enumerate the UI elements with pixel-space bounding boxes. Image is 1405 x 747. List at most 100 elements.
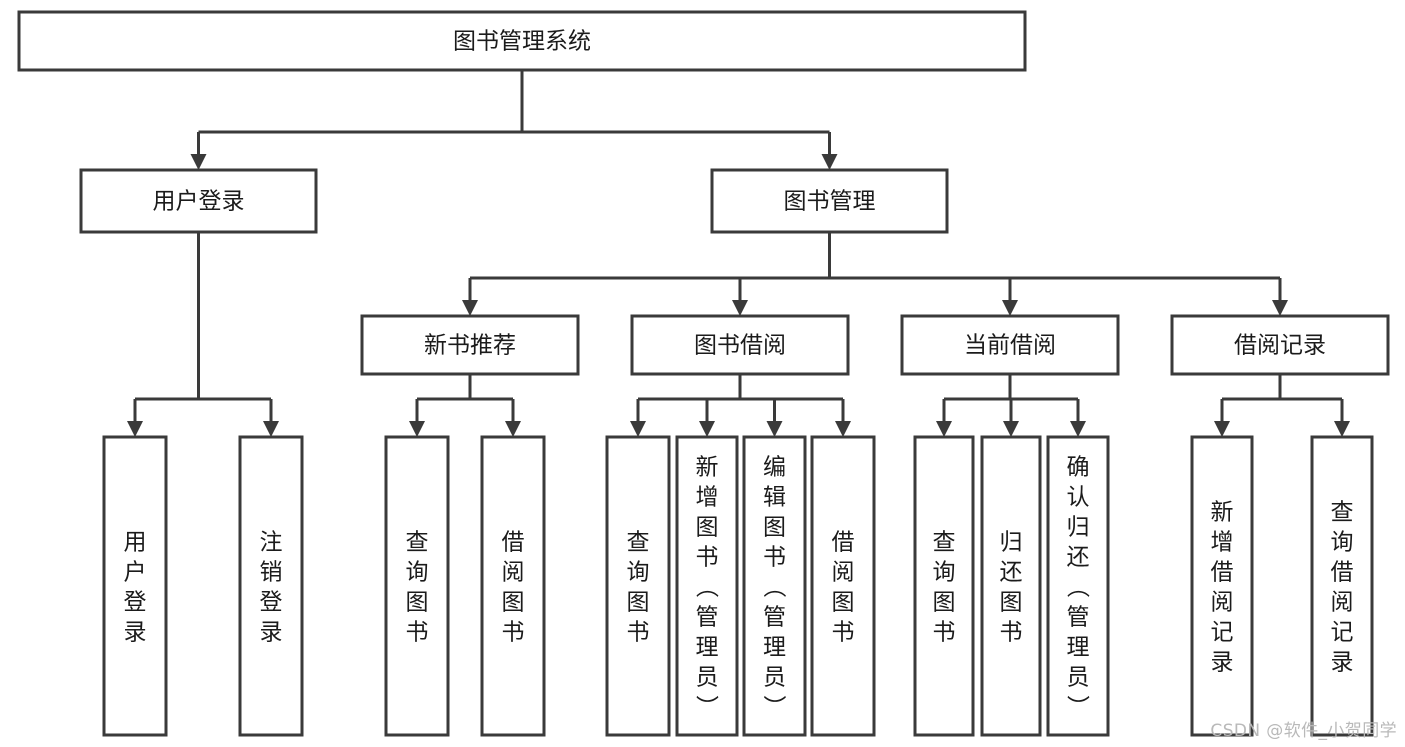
node-box[interactable]: [742, 435, 807, 737]
node-label-char: 增: [1211, 529, 1234, 555]
node-label-char: 理: [763, 634, 786, 660]
edge-group-book-manage: [462, 232, 1288, 316]
node-label-char: 书: [502, 619, 525, 645]
node-book-manage[interactable]: 图书管理: [710, 168, 949, 234]
node-new-book-rec[interactable]: 新书推荐: [360, 314, 580, 376]
node-label-char: 员: [1067, 664, 1090, 690]
node-label-char: 新: [1211, 499, 1234, 525]
node-label-char: 阅: [832, 559, 855, 585]
node-label-char: 书: [696, 544, 719, 570]
node-label-char: （: [693, 575, 719, 598]
node-label-char: 图: [763, 514, 786, 540]
node-label-char: 用: [124, 529, 147, 555]
node-box[interactable]: [675, 435, 739, 737]
node-label-char: 阅: [502, 559, 525, 585]
node-borrow-record[interactable]: 借阅记录: [1170, 314, 1390, 376]
node-label-char: 辑: [763, 484, 786, 510]
node-box[interactable]: [605, 435, 671, 737]
node-label-char: 图: [502, 589, 525, 615]
node-label-char: 查: [406, 529, 429, 555]
node-label-char: 管: [1067, 604, 1090, 630]
node-box[interactable]: [810, 435, 876, 737]
node-label: 借阅记录: [1234, 333, 1326, 359]
node-label-char: 询: [933, 559, 956, 585]
node-label-char: 录: [260, 619, 283, 645]
edge-group-new-book-rec: [409, 374, 521, 437]
node-label-char: 记: [1331, 619, 1354, 645]
node-box[interactable]: [710, 168, 949, 234]
edge-layer: [127, 70, 1350, 437]
node-label-char: 归: [1000, 529, 1023, 555]
node-box[interactable]: [913, 435, 975, 737]
edge-group-book-borrow: [630, 374, 851, 437]
node-label-char: 员: [696, 664, 719, 690]
node-box[interactable]: [1046, 435, 1110, 737]
node-box[interactable]: [238, 435, 304, 737]
node-box[interactable]: [17, 10, 1027, 72]
node-leaf-user-login[interactable]: 用户登录: [102, 435, 168, 737]
node-label-char: 询: [627, 559, 650, 585]
node-current-borrow[interactable]: 当前借阅: [900, 314, 1120, 376]
node-label-char: 借: [832, 529, 855, 555]
node-label-char: 阅: [1331, 589, 1354, 615]
node-user-login[interactable]: 用户登录: [79, 168, 318, 234]
node-label-char: 图: [696, 514, 719, 540]
node-label-char: 录: [124, 619, 147, 645]
node-label-char: 借: [502, 529, 525, 555]
node-box[interactable]: [384, 435, 450, 737]
node-label-char: 书: [406, 619, 429, 645]
node-label-char: 记: [1211, 619, 1234, 645]
node-label-char: 录: [1331, 649, 1354, 675]
node-label-char: 查: [933, 529, 956, 555]
node-label-char: 查: [627, 529, 650, 555]
node-label-char: 询: [406, 559, 429, 585]
node-label-char: （: [761, 575, 787, 598]
node-label-char: 认: [1067, 484, 1090, 510]
node-label-char: 员: [763, 664, 786, 690]
watermark-label: CSDN @软件_小贺同学: [1210, 721, 1397, 741]
node-box[interactable]: [900, 314, 1120, 376]
node-box[interactable]: [79, 168, 318, 234]
node-box[interactable]: [360, 314, 580, 376]
node-box[interactable]: [102, 435, 168, 737]
node-label-char: ）: [761, 695, 787, 718]
node-label: 图书借阅: [694, 333, 786, 359]
node-label-char: 图: [832, 589, 855, 615]
node-label-char: 图: [1000, 589, 1023, 615]
node-box[interactable]: [1310, 435, 1374, 737]
node-label: 图书管理: [784, 189, 876, 215]
node-label-char: 销: [260, 559, 283, 585]
node-box[interactable]: [480, 435, 546, 737]
node-label-char: 增: [696, 484, 719, 510]
node-label-char: ）: [1064, 695, 1090, 718]
node-label-char: 编: [763, 454, 786, 480]
node-box[interactable]: [1170, 314, 1390, 376]
node-label-char: 管: [763, 604, 786, 630]
node-box[interactable]: [980, 435, 1042, 737]
node-box[interactable]: [630, 314, 850, 376]
node-label-char: （: [1064, 575, 1090, 598]
node-label-char: 录: [1211, 649, 1234, 675]
node-label-char: 理: [696, 634, 719, 660]
node-label-char: 图: [933, 589, 956, 615]
node-label-char: 登: [124, 589, 147, 615]
node-label-char: 登: [260, 589, 283, 615]
node-box[interactable]: [1190, 435, 1254, 737]
node-label-char: 图: [406, 589, 429, 615]
node-book-borrow[interactable]: 图书借阅: [630, 314, 850, 376]
node-root[interactable]: 图书管理系统: [17, 10, 1027, 72]
